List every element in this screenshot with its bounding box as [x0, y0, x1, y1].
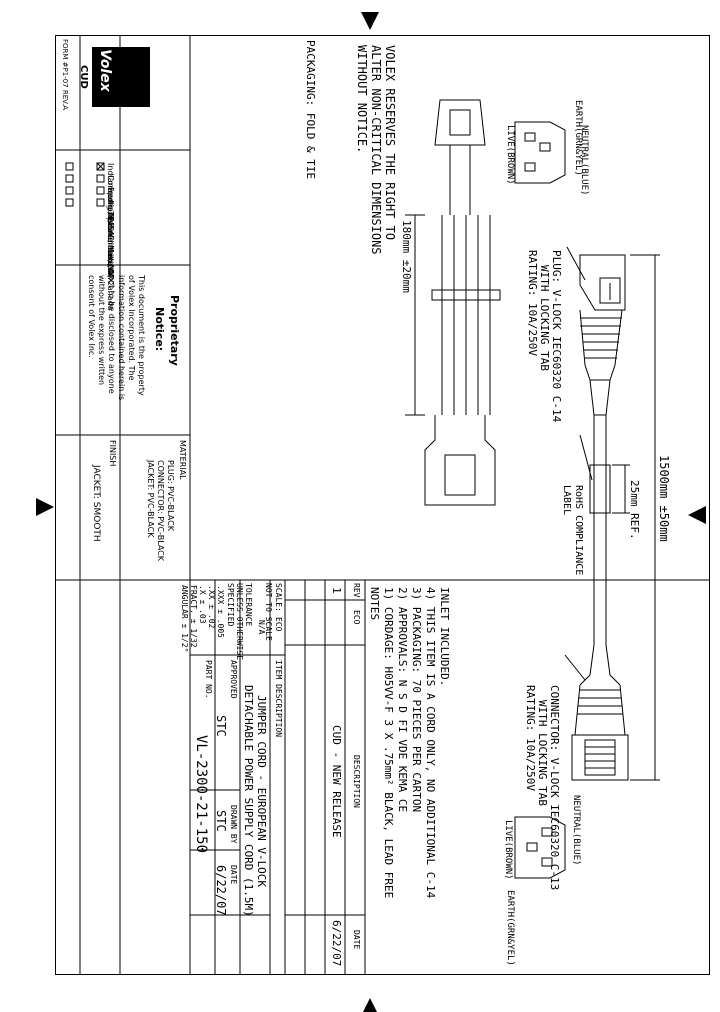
right-center-mark [688, 506, 706, 524]
packaging-dim: 180mm ±20mm [400, 220, 413, 293]
tb-partno: VL-2300-21-150 [193, 735, 209, 854]
proprietary-body-4: without the express written [97, 275, 106, 386]
plug-neutral-label: NEUTRAL(BLUE) [579, 125, 589, 196]
finish-value: JACKET: SMOOTH [91, 465, 101, 542]
dim-length: 1500mm ±50mm [657, 455, 671, 542]
tb-approved: STC [214, 715, 228, 737]
rev-row-rev: 1 [330, 587, 343, 594]
rev-header-date: DATE [352, 930, 361, 950]
tb-scale-label: SCALE: [274, 583, 283, 612]
tb-tol-title-1: UNLESS OTHERWISE [235, 583, 244, 661]
tb-tol-1: .XX ± .02 [207, 585, 216, 629]
tb-drawn-label: DRAWN BY [229, 805, 238, 844]
rev-row-date: 6/22/07 [330, 920, 343, 967]
plug-face-drawing [514, 121, 566, 184]
tb-tol-4: ANGULAR ± 1/2° [180, 585, 189, 653]
tb-date: 6/22/07 [214, 865, 228, 916]
rohs-line-0: RoHS COMPLIANCE [573, 485, 584, 576]
notes-item-2: 3) PACKAGING: 70 PIECES PER CARTON [410, 587, 423, 813]
rev-header-rev: REV [352, 583, 361, 598]
material-label: MATERIAL [178, 440, 187, 480]
notes-item-0: 1) CORDAGE: H05VV-F 3 X .75mm² BLACK, LE… [382, 587, 395, 899]
tb-eco-value: N/A [257, 620, 266, 635]
tb-tol-title-0: TOLERANCE [244, 583, 253, 627]
proprietary-title-2: Notice: [153, 307, 166, 352]
rev-header-desc: DESCRIPTION [352, 755, 361, 808]
tb-item-desc-label: ITEM DESCRIPTION [274, 660, 283, 738]
proprietary-body-0: This document is the property [137, 275, 146, 396]
connector-spec-1: WITH LOCKING TAB [536, 700, 549, 806]
left-center-mark [36, 498, 54, 516]
plug-spec-2: RATING: 10A/250V [526, 250, 539, 356]
bottom-center-mark [363, 998, 377, 1012]
connector-earth-label: EARTH(GRN&YEL) [505, 890, 515, 966]
rev-header-eco: ECO [352, 610, 361, 625]
tb-eco-label: ECO [274, 617, 283, 632]
outer-frame [55, 35, 710, 975]
notes-title: NOTES [368, 587, 381, 621]
material-line-2: JACKET: PVC-BLACK [146, 460, 155, 538]
plug-spec-1: WITH LOCKING TAB [538, 265, 551, 371]
tb-tol-0: .XXX ± .005 [216, 585, 225, 638]
rohs-label-drawing [589, 464, 611, 514]
logo-brand: Volex [97, 49, 113, 92]
notice-line-1: ALTER NON-CRITICAL DIMENSIONS [369, 45, 383, 255]
tb-item-desc-0: JUMPER CORD - EUROPEAN V-LOCK [255, 695, 268, 888]
connector-c13-drawing [571, 644, 629, 781]
proprietary-body-3: not to be disclosed to anyone [107, 275, 116, 394]
notice-line-2: WITHOUT NOTICE. [355, 45, 369, 154]
rev-row-desc: CUD - NEW RELEASE [330, 725, 343, 838]
notice-line-0: VOLEX RESERVES THE RIGHT TO [383, 45, 397, 241]
plug-c14-drawing [579, 254, 626, 416]
notes-item-3: 4) THIS ITEM IS A CORD ONLY, NO ADDITION… [424, 587, 437, 899]
proprietary-body-5: consent of Volex Inc. [87, 275, 96, 358]
tb-approved-label: APPROVED [229, 660, 238, 699]
connector-spec-0: CONNECTOR: V-LOCK IEC60320 C-13 [548, 685, 561, 891]
proprietary-title-1: Proprietary [168, 295, 181, 366]
plug-spec-0: PLUG: V-LOCK IEC60320 C-14 [550, 250, 563, 423]
packaging-drawing [405, 99, 501, 506]
tb-item-desc-1: DETACHABLE POWER SUPPLY CORD (1.5M) [242, 685, 255, 917]
rohs-line-1: LABEL [561, 485, 572, 516]
tb-partno-label: PART NO. [204, 660, 213, 699]
notes-item-4: INLET INCLUDED. [438, 587, 451, 687]
notes-item-1: 2) APPROVALS: N S D FI VDE KEMA CE [396, 587, 409, 813]
connector-spec-2: RATING: 10A/250V [524, 685, 537, 791]
cable-drawing [589, 415, 611, 645]
proprietary-body-1: of Volex Incorporated. The [127, 275, 136, 381]
top-center-mark [361, 12, 379, 30]
proprietary-body-2: information contained herein is [117, 275, 126, 401]
tb-tol-title-2: SPECIFIED [226, 583, 235, 627]
material-line-1: CONNECTOR: PVC-BLACK [156, 460, 165, 562]
tb-date-label: DATE [229, 865, 238, 885]
drawing-linework [55, 35, 710, 975]
rotated-drawing: Volex CUD FORM #P1-07 REV.A Indianapolis… [50, 35, 710, 975]
material-line-0: PLUG: PVC-BLACK [166, 460, 175, 531]
location-checkboxes [65, 162, 105, 207]
finish-label: FINISH [108, 440, 117, 467]
plug-live-label: LIVE(BROWN) [505, 125, 515, 185]
logo-sub: CUD [78, 65, 89, 89]
connector-live-label: LIVE(BROWN) [503, 820, 513, 880]
connector-face-drawing [514, 816, 566, 879]
packaging-title: PACKAGING: FOLD & TIE [304, 40, 317, 180]
form-number: FORM #P1-07 REV.A [61, 39, 69, 111]
connector-neutral-label: NEUTRAL(BLUE) [571, 795, 581, 866]
tb-drawn: STC [214, 810, 228, 832]
tb-tol-3: FRACT. ± 1/32 [189, 585, 198, 648]
tb-tol-2: .X ± .03 [198, 585, 207, 624]
dim-ref: 25mm REF. [628, 480, 641, 540]
